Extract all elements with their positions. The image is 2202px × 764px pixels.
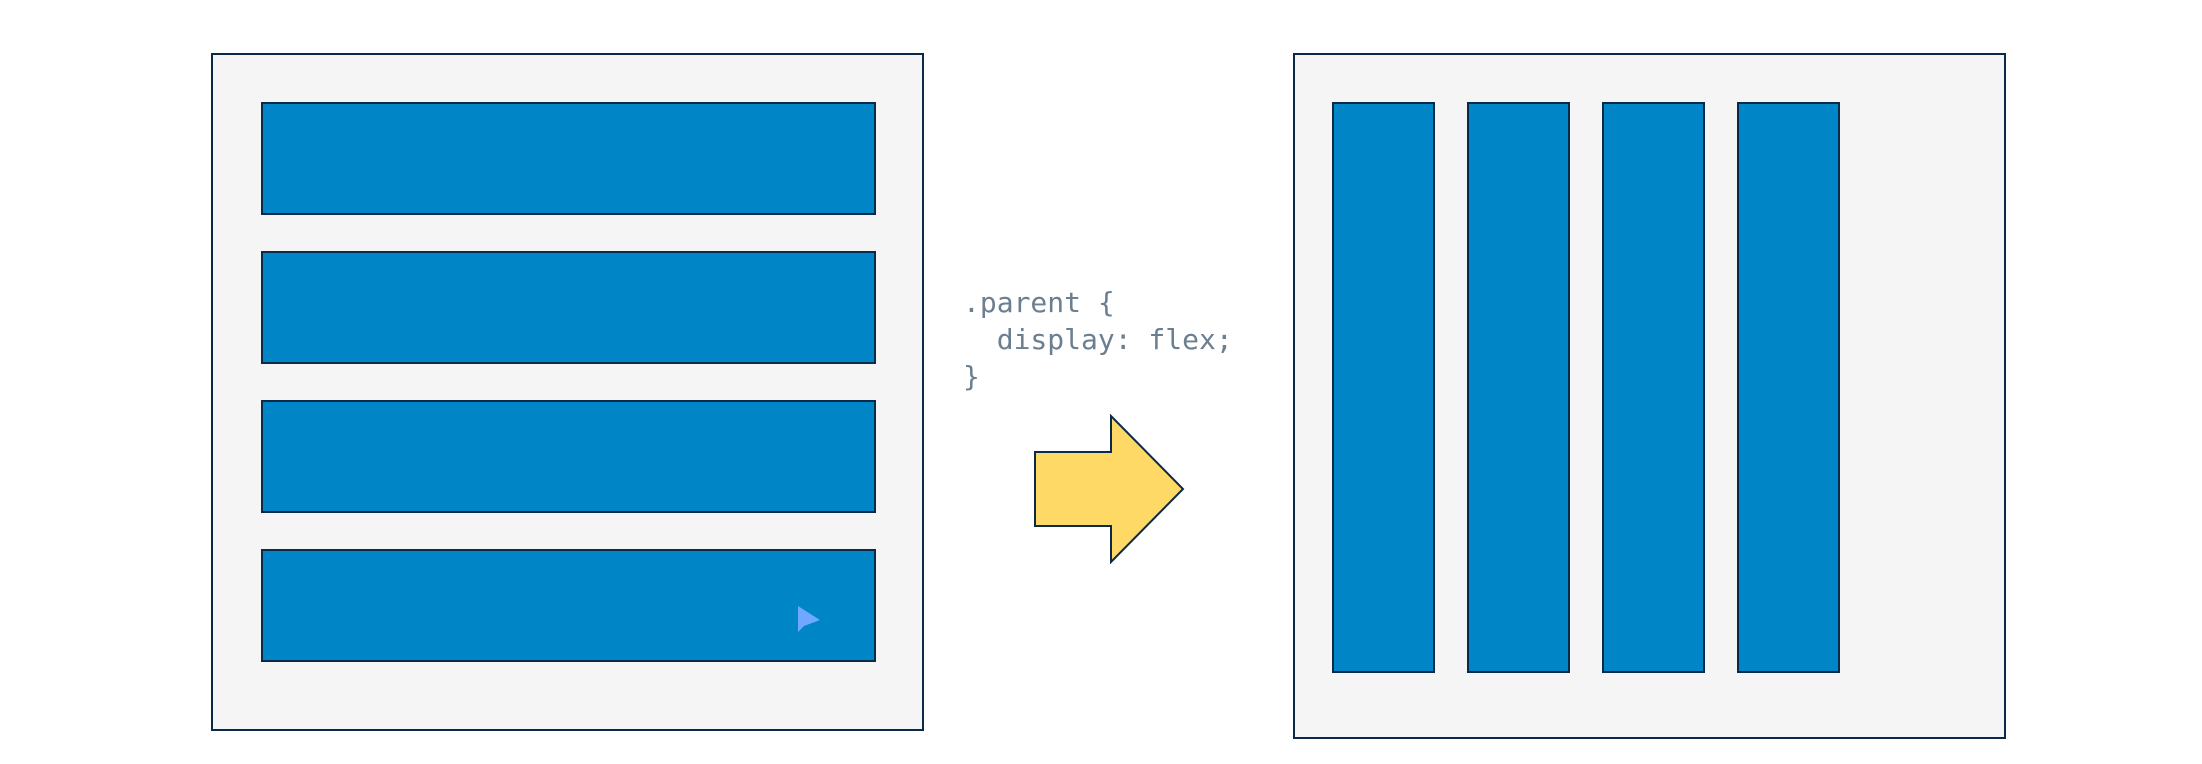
stacked-block-2 [261,251,876,364]
stacked-block-4 [261,549,876,662]
code-line-1: .parent { [963,286,1115,319]
flex-block-1 [1332,102,1435,673]
stacked-block-1 [261,102,876,215]
before-layout-container [211,53,924,731]
flex-block-3 [1602,102,1705,673]
code-line-2: display: flex; [963,323,1233,356]
flex-layout-container [1293,53,2006,739]
stacked-block-3 [261,400,876,513]
css-code-snippet: .parent { display: flex; } [963,284,1233,395]
cursor-icon [798,606,820,632]
code-line-3: } [963,360,980,393]
flex-block-4 [1737,102,1840,673]
right-arrow-icon [1034,414,1185,564]
flex-block-2 [1467,102,1570,673]
